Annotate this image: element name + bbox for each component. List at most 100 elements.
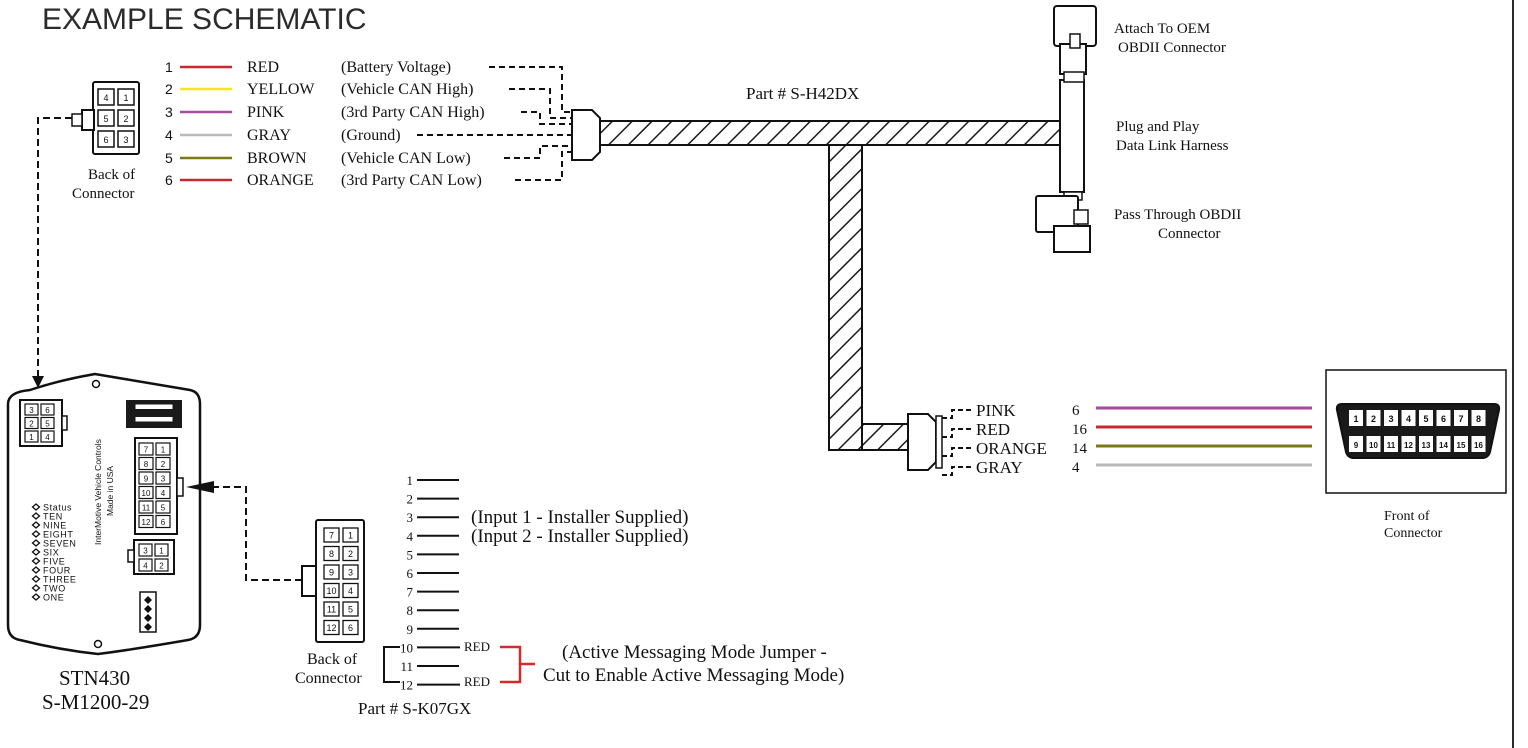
module-cavity-number: 10 (142, 489, 151, 498)
module-cavity (138, 485, 154, 500)
obd-wire-name: ORANGE (976, 439, 1047, 458)
pin-number: 7 (407, 585, 414, 600)
led-label: FIVE (43, 557, 65, 567)
module-cavity-number: 12 (142, 518, 151, 527)
pin-number: 11 (400, 659, 413, 674)
connector-cavity (342, 601, 359, 617)
cavity-number: 8 (329, 549, 334, 559)
obd-pin-number: 6 (1072, 403, 1080, 419)
bottom-part-number: Part # S-K07GX (358, 699, 471, 718)
obd-pin (1419, 436, 1433, 452)
cavity-number: 3 (123, 135, 128, 145)
pass-through-label: Pass Through OBDII (1114, 207, 1241, 223)
plug-and-play-harness (1035, 5, 1097, 253)
cavity-number: 7 (329, 531, 334, 541)
legend-signal-name: (Vehicle CAN Low) (341, 150, 471, 167)
input-1-label: (Input 1 - Installer Supplied) (471, 507, 688, 528)
connector-cavity (323, 527, 340, 543)
led-indicator-icon (31, 521, 41, 529)
module-cavity (138, 471, 154, 485)
harness-obd-connector (907, 413, 943, 471)
obd-pin-label: 15 (1457, 441, 1466, 450)
top-connector-dashed-link (37, 117, 72, 380)
module-cavity (138, 558, 153, 572)
obd-pin-label: 11 (1387, 441, 1396, 450)
legend-color-name: PINK (247, 104, 285, 121)
obd-pin-number: 16 (1072, 422, 1088, 438)
obd-pin-label: 14 (1439, 441, 1448, 450)
legend-pin-number: 3 (165, 104, 173, 120)
connector-cavity (97, 88, 115, 106)
jumper-note-2: Cut to Enable Active Messaging Mode) (543, 665, 844, 686)
module-cavity-number: 8 (144, 460, 149, 469)
pin-number: 3 (407, 510, 414, 525)
obd-pin (1454, 436, 1468, 452)
legend-signal-name: (3rd Party CAN High) (341, 104, 485, 121)
cavity-number: 9 (329, 568, 334, 578)
obd-pin-label: 12 (1404, 441, 1413, 450)
module-cavity-number: 4 (143, 562, 148, 571)
cavity-number: 5 (348, 605, 353, 615)
module-cavity (24, 403, 39, 416)
pin-number: 6 (407, 566, 414, 581)
harness-part-label: Part # S-H42DX (746, 84, 859, 103)
harness-cable-vertical (828, 144, 863, 451)
obd-pin (1349, 436, 1363, 452)
legend-pin-number: 5 (165, 150, 173, 166)
obd-pin-label: 9 (1354, 441, 1359, 450)
cavity-number: 3 (348, 568, 353, 578)
module-part-number: S-M1200-29 (42, 690, 149, 714)
obd-pin-label: 13 (1422, 441, 1431, 450)
plug-harness-label-2: Data Link Harness (1116, 138, 1229, 154)
module-cavity-number: 1 (161, 446, 166, 455)
cavity-number: 12 (326, 623, 336, 633)
module-cavity-number: 6 (45, 406, 50, 415)
pass-through-label-2: Connector (1158, 226, 1220, 242)
obd-pin-label: 10 (1369, 441, 1378, 450)
harness-left-connector (571, 109, 601, 161)
bottom-connector-back-label-2: Connector (295, 670, 362, 687)
obd-pin-label: 7 (1458, 414, 1463, 424)
obd-pin (1436, 410, 1451, 426)
module-cavity-number: 2 (161, 460, 166, 469)
plug-harness-label: Plug and Play (1116, 119, 1200, 135)
cavity-number: 6 (348, 623, 353, 633)
page-title: EXAMPLE SCHEMATIC (42, 3, 367, 36)
obd-wire-dash (942, 447, 972, 457)
module-cavity (155, 442, 171, 456)
obd-pin-label: 1 (1353, 414, 1358, 424)
module-cavity (138, 514, 154, 529)
module-brand-label: InterMotive Vehicle Controls (93, 439, 103, 545)
obd-wire-dash (942, 409, 972, 419)
connector-cavity (323, 601, 340, 617)
led-label: ONE (43, 593, 64, 603)
obd-wire-name: GRAY (976, 458, 1023, 477)
pin-number: 8 (407, 603, 414, 618)
obd-pin (1366, 436, 1381, 452)
cavity-number: 10 (326, 586, 336, 596)
obd-pin (1436, 436, 1451, 452)
obd-pin (1454, 410, 1468, 426)
obd-pin (1384, 436, 1398, 452)
led-label: TEN (43, 512, 63, 522)
module-cavity-number: 2 (29, 420, 34, 429)
cavity-number: 11 (327, 605, 336, 615)
obd-pin (1471, 436, 1486, 452)
module-cavity (155, 514, 171, 529)
obd-pin (1401, 410, 1416, 426)
cavity-number: 5 (103, 114, 108, 124)
module-cavity (138, 456, 154, 471)
obd-wire-dash (942, 466, 972, 476)
jumper-red-label-1: RED (464, 639, 490, 654)
led-indicator-icon (31, 557, 41, 565)
led-indicator-icon (31, 575, 41, 583)
legend-pin-number: 2 (165, 81, 173, 97)
pin-number: 5 (407, 547, 414, 562)
oem-connector-label: Attach To OEM (1114, 21, 1210, 37)
cavity-number: 1 (123, 93, 128, 103)
pin-number: 12 (400, 678, 413, 693)
led-indicator-icon (31, 548, 41, 556)
pin-number: 9 (407, 622, 414, 637)
